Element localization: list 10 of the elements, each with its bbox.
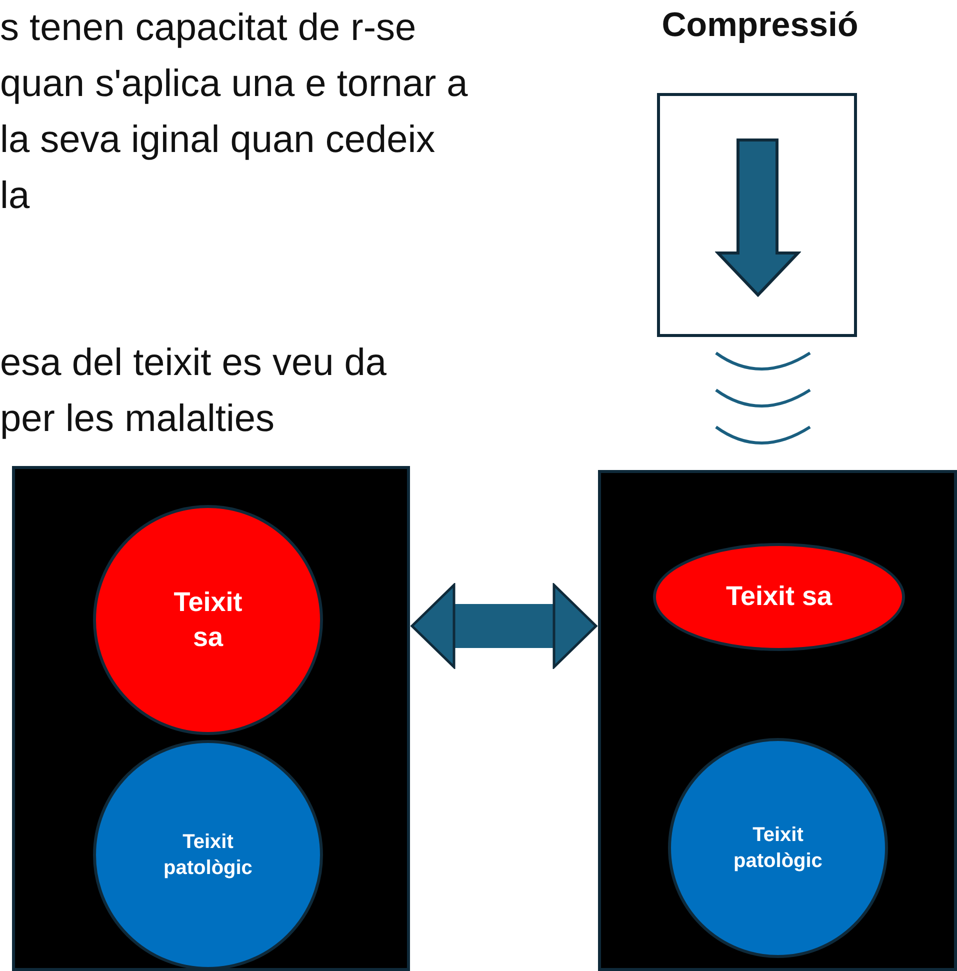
tissue-label: Teixit patològic: [162, 830, 254, 881]
paragraph: esa del teixit es veu da per les malalties: [0, 341, 388, 442]
double-arrow: [410, 584, 598, 668]
heading: Compressió: [660, 6, 860, 45]
tissue-label: Teixit patològic: [732, 823, 824, 874]
paragraph: s tenen capacitat de r-se quan s'aplica una e tornar a la seva iginal quan cedeix la: [0, 6, 469, 219]
tissue-panel: [12, 466, 410, 971]
tissue-label: Teixit sa: [172, 586, 244, 654]
tissue-panel: [598, 470, 957, 971]
tissue-label: Teixit sa: [726, 580, 832, 614]
